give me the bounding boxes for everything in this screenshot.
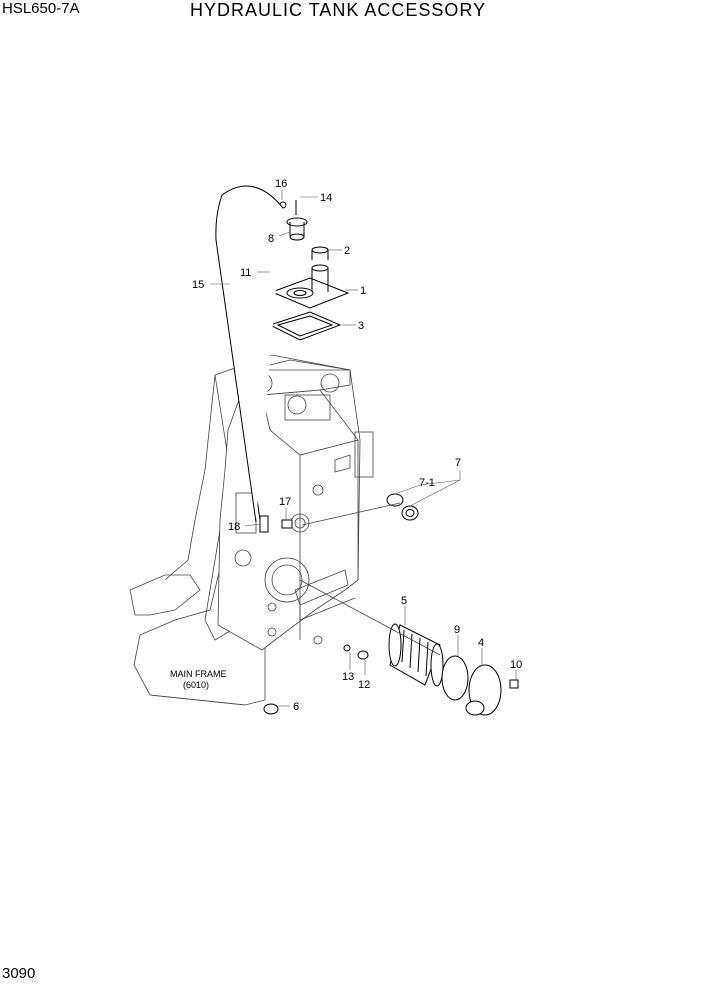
oring-part-13 bbox=[343, 644, 351, 652]
callout-13: 13 bbox=[342, 671, 354, 683]
callout-11: 11 bbox=[240, 267, 251, 279]
callout-12: 12 bbox=[358, 679, 370, 691]
callout-3: 3 bbox=[358, 320, 364, 332]
fitting-part-17 bbox=[281, 519, 293, 529]
main-frame-ref: (6010) bbox=[183, 680, 209, 690]
main-frame-label: MAIN FRAME bbox=[170, 669, 227, 679]
callout-labels: 1 2 3 4 5 6 7 7-1 8 9 10 11 12 13 14 15 … bbox=[192, 178, 522, 713]
return-filter-assembly bbox=[299, 502, 519, 716]
callout-1: 1 bbox=[360, 285, 366, 297]
callout-18: 18 bbox=[228, 521, 240, 533]
callout-8: 8 bbox=[268, 233, 274, 245]
callout-6: 6 bbox=[293, 701, 299, 713]
callout-4: 4 bbox=[478, 637, 484, 649]
callout-7-1: 7-1 bbox=[419, 477, 435, 489]
callout-16: 16 bbox=[275, 178, 287, 190]
model-number: HSL650-7A bbox=[2, 0, 80, 17]
breather-cap-part-2 bbox=[311, 246, 329, 254]
plug-part-12 bbox=[357, 650, 369, 660]
callout-9: 9 bbox=[454, 624, 460, 636]
leader-lines bbox=[210, 190, 517, 707]
top-cover-assembly bbox=[268, 200, 350, 341]
drain-plug-part-6 bbox=[263, 703, 279, 715]
page-title: HYDRAULIC TANK ACCESSORY bbox=[190, 0, 487, 20]
callout-5: 5 bbox=[401, 595, 407, 607]
oring-part-9 bbox=[441, 655, 469, 701]
callout-10: 10 bbox=[510, 659, 522, 671]
callout-7: 7 bbox=[455, 457, 461, 469]
callout-2: 2 bbox=[344, 245, 350, 257]
fitting-part-18 bbox=[259, 515, 269, 533]
callout-15: 15 bbox=[192, 279, 204, 291]
callout-14: 14 bbox=[320, 192, 332, 204]
bolt-part-10 bbox=[509, 679, 519, 689]
filler-part-8 bbox=[286, 217, 308, 227]
page-number: 3090 bbox=[2, 965, 36, 982]
callout-17: 17 bbox=[279, 496, 291, 508]
